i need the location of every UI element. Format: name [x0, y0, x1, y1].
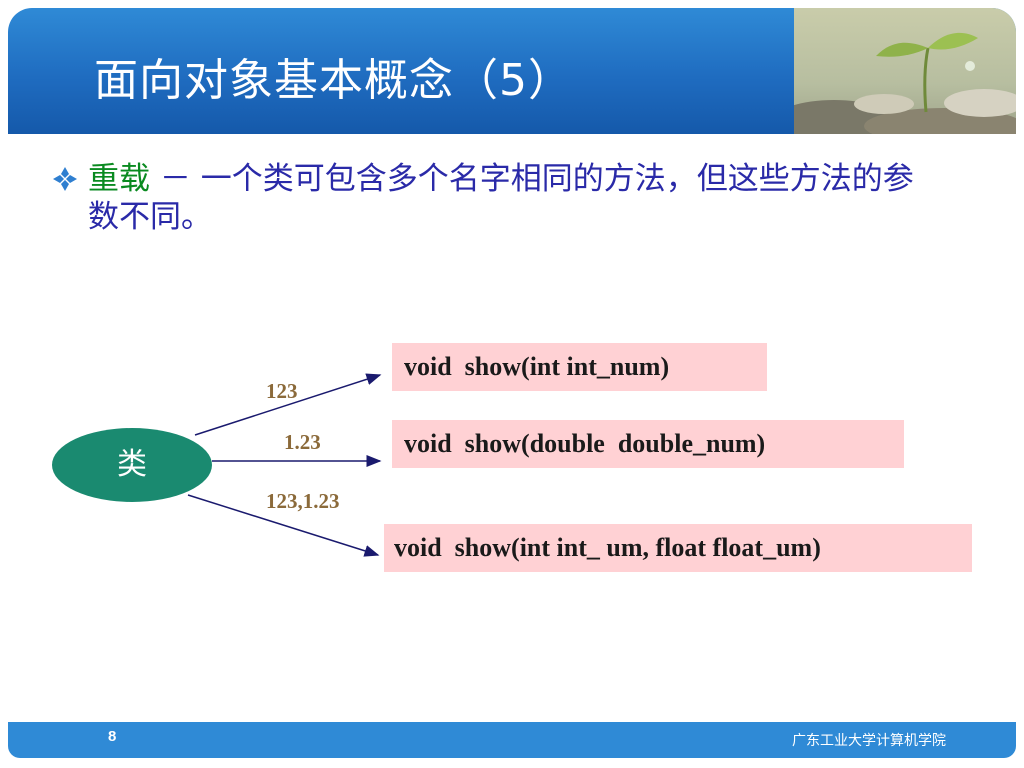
term-dash: － — [150, 161, 201, 197]
class-node — [52, 428, 212, 502]
method-box-int-float: void show(int int_ um, float float_um) — [384, 524, 972, 572]
slide-header: 面向对象基本概念（5） — [8, 8, 1016, 134]
arrow-to-method-1 — [194, 373, 382, 436]
bullet-text: 重载 － 一个类可包含多个名字相同的方法，但这些方法的参数不同。 — [88, 160, 930, 236]
school-name: 广东工业大学计算机学院 — [792, 733, 946, 749]
arrow-to-method-3 — [187, 494, 380, 557]
page-number: 8 — [108, 728, 117, 745]
slide-title: 面向对象基本概念（5） — [94, 55, 573, 106]
sprout-photo — [794, 8, 1016, 134]
method-box-double: void show(double double_num) — [392, 420, 904, 468]
slide-footer: 8 广东工业大学计算机学院 — [8, 722, 1016, 758]
argument-label-double: 1.23 — [284, 430, 321, 454]
overload-term: 重载 — [88, 161, 150, 197]
definition-text: 一个类可包含多个名字相同的方法，但这些方法的参数不同。 — [88, 161, 914, 235]
argument-label-int: 123 — [266, 379, 298, 403]
bullet-paragraph: 重载 － 一个类可包含多个名字相同的方法，但这些方法的参数不同。 — [50, 160, 930, 236]
diamond-bullet-icon — [53, 167, 77, 191]
argument-label-int-float: 123,1.23 — [266, 489, 340, 513]
class-node-label: 类 — [117, 447, 147, 482]
method-box-int: void show(int int_num) — [392, 343, 767, 391]
